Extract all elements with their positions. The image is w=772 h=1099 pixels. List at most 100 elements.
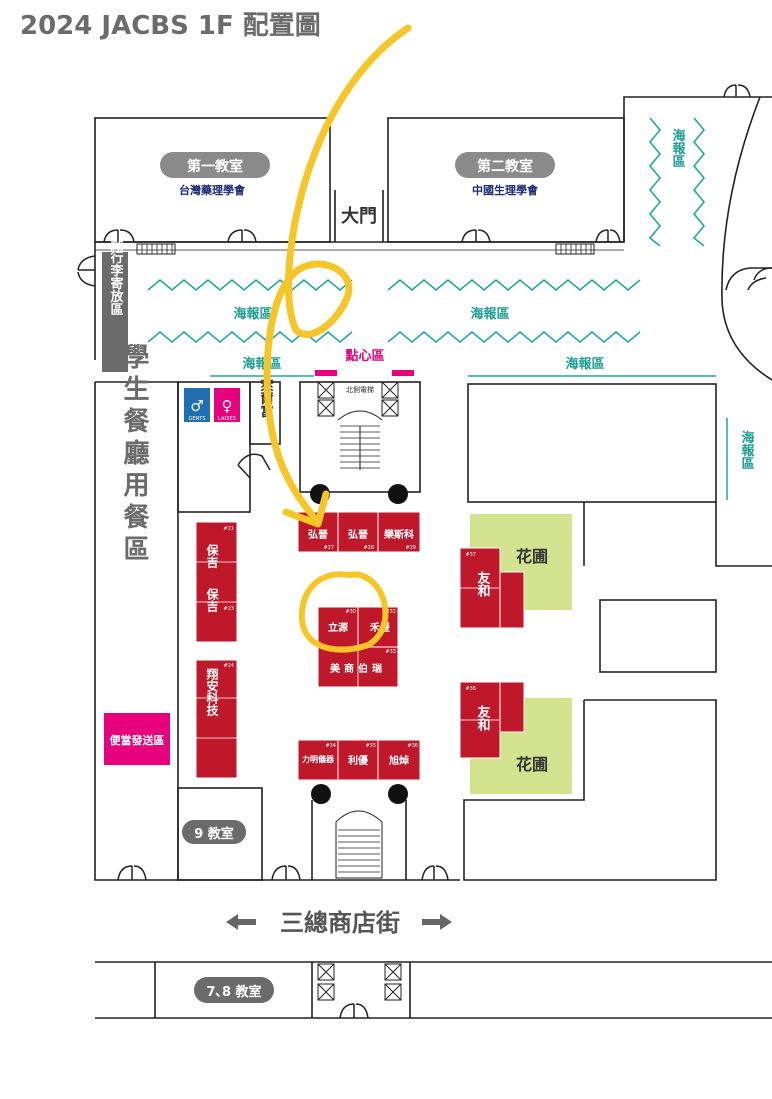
ladies-sign: [214, 388, 240, 422]
booth-group-left-lower: 翔安科技 #24: [195, 659, 238, 779]
booth-27-num: #27: [323, 545, 334, 551]
vent-right: [555, 243, 595, 255]
page-title: 2024 JACBS 1F 配置圖: [20, 11, 321, 41]
booth-33-name: 美商伯瑞: [330, 662, 386, 675]
poster-area-label-lower-right: 海報區: [565, 356, 604, 372]
snack-area-label: 點心區: [345, 348, 384, 364]
poster-area-label-lower-left: 海報區: [242, 356, 281, 372]
classroom-2-room: [387, 117, 625, 243]
pillar: [388, 484, 408, 504]
garden-upper-label: 花圃: [516, 547, 548, 566]
booth-24-name: 翔安科技: [205, 667, 219, 717]
pillar: [311, 784, 331, 804]
gents-icon: ♂: [190, 397, 203, 415]
booth-33-num: #33: [385, 649, 396, 655]
annotation-circle: [298, 571, 389, 653]
elevator-label: 北側電梯: [346, 385, 374, 394]
elevator-icon: [317, 381, 399, 417]
pillar: [388, 784, 408, 804]
ladies-label: LADIES: [218, 416, 236, 422]
restroom-block: [177, 381, 251, 513]
booth-36-name: 友和: [475, 704, 491, 732]
booth-35-name: 利優: [348, 754, 369, 767]
lunchbox-area: [104, 713, 170, 765]
vent-left: [136, 243, 176, 255]
booth-21-num: #21: [223, 526, 234, 532]
curved-wall: [721, 96, 772, 381]
right-room-small: [599, 599, 717, 673]
booth-24-26: [195, 659, 238, 779]
gents-sign: [184, 388, 210, 422]
ladies-icon: ♀: [222, 397, 233, 415]
poster-area-label-right-top: 海報區: [670, 128, 686, 168]
dining-area-label: 學生餐廳用餐區: [119, 343, 149, 567]
classroom-1-org: 台灣藥理學會: [179, 183, 246, 197]
door-icons: [77, 84, 772, 881]
stairs-icon-lower: [335, 810, 383, 879]
street-label: 三總商店街: [280, 909, 400, 937]
right-room-upper: [467, 383, 717, 503]
right-room-lower: [463, 699, 717, 881]
booth-group-left-upper: 保吉 保吉 #21 #23: [195, 521, 238, 643]
classroom-9-room: [177, 787, 263, 881]
classroom-2-label-pill: [455, 152, 555, 178]
booth-36-ext: [499, 681, 525, 733]
garden-lower-label: 花圃: [516, 755, 548, 774]
booth-28: [337, 511, 379, 553]
classroom-2-org: 中國生理學會: [472, 183, 539, 197]
storage-area: [102, 252, 128, 372]
annotation-arrow: [263, 24, 412, 528]
booth-group-top: 弘晉 弘晉 樂斯科 #27 #28 #29: [297, 511, 421, 553]
main-gate-label: 大門: [341, 205, 377, 227]
booth-group-center: 立源 禾豐 美商伯瑞 #30 #32 #33: [317, 606, 399, 688]
classroom-9-pill: [182, 820, 246, 844]
booth-34-name: 力明儀器: [302, 754, 335, 764]
booth-36b-num: #36: [407, 743, 418, 749]
storage-label: 儲藏行李寄放區: [108, 224, 125, 316]
booth-32-num: #32: [385, 609, 396, 615]
booth-35-num: #35: [365, 743, 376, 749]
poster-area-label-left: 海報區: [233, 306, 272, 322]
classroom-1-name: 第一教室: [187, 158, 243, 175]
booth-23-num: #23: [223, 606, 234, 612]
gents-label: GENTS: [188, 416, 205, 422]
booth-group-bottom: 力明儀器 利優 旭焯 #34 #35 #36: [297, 739, 421, 781]
booth-21-23: [195, 521, 238, 643]
classroom-9-label: 9 教室: [194, 826, 234, 842]
booth-23-name: 保吉: [205, 587, 219, 613]
poster-area-label-right: 海報區: [739, 430, 755, 470]
classroom-78-pill: [194, 977, 274, 1003]
booth-group-right-upper: 友和 #37: [459, 547, 525, 629]
booth-37-ext: [499, 571, 525, 629]
elevator-icon-bottom: [317, 963, 402, 1019]
booth-37-name: 友和: [475, 570, 491, 598]
booth-24-num: #24: [223, 663, 234, 669]
booth-30-name: 立源: [328, 621, 348, 634]
booth-34-num: #34: [325, 743, 336, 749]
street-arrows: [226, 914, 452, 930]
booth-28-name: 弘晉: [348, 528, 368, 541]
booth-group-right-lower: 友和 #36: [459, 681, 525, 759]
classroom-2-name: 第二教室: [477, 158, 533, 175]
lunchbox-label: 便當發送區: [110, 733, 165, 747]
booth-34: [297, 739, 339, 781]
stairs-icon: [337, 410, 383, 470]
classroom-1-label-pill: [160, 152, 270, 178]
booth-37-num: #37: [465, 552, 476, 558]
booth-36-num: #36: [465, 686, 476, 692]
booth-29-name: 樂斯科: [384, 528, 414, 541]
poster-area-label-center: 海報區: [470, 306, 509, 322]
elevator-block: [299, 381, 421, 493]
booth-28-num: #28: [363, 545, 374, 551]
booth-30-num: #30: [345, 609, 356, 615]
booth-29-num: #29: [405, 545, 416, 551]
booth-21-name: 保吉: [205, 543, 219, 569]
booth-36b: [377, 739, 421, 781]
booth-35: [337, 739, 379, 781]
booth-36b-name: 旭焯: [388, 754, 409, 767]
booth-27-name: 弘晉: [308, 528, 328, 541]
snack-marker-left: [315, 370, 337, 376]
booth-29: [377, 511, 421, 553]
classroom-78-label: 7､8 教室: [206, 984, 261, 1000]
